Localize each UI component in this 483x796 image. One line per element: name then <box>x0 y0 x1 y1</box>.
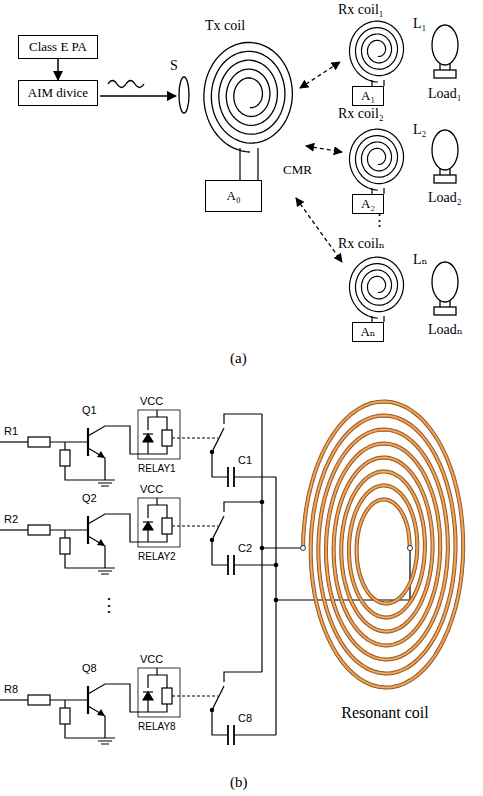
coil-label: Resonant coil <box>340 704 430 722</box>
control-box: A₂ <box>352 194 384 214</box>
transistor-label: Q2 <box>82 492 97 504</box>
capacitor-label: C1 <box>238 454 252 466</box>
relay-label: RELAY1 <box>138 463 176 474</box>
coil-winding <box>350 21 404 82</box>
relay-label: RELAY8 <box>138 721 176 732</box>
box-label: Class E PA <box>29 39 87 55</box>
coil-winding <box>350 129 404 190</box>
ellipsis: ⋮ <box>100 596 118 616</box>
coil-label: L₁ <box>413 16 426 31</box>
control-box: A₁ <box>352 86 384 106</box>
coupling-label: CMR <box>283 163 312 177</box>
coil-label: Rx coil₁ <box>338 2 384 17</box>
panel-label: (b) <box>230 774 248 791</box>
capacitor-label: C8 <box>238 712 252 724</box>
ellipsis: ⋮ <box>372 212 387 229</box>
load-label: Load₁ <box>428 86 462 101</box>
load-label: Loadₙ <box>428 322 463 337</box>
coil-winding <box>350 257 404 318</box>
coil-label: Rx coilₙ <box>338 236 385 251</box>
process-box: Class E PA <box>18 35 98 59</box>
coil-winding <box>303 402 463 688</box>
process-box: AIM divice <box>18 80 98 106</box>
control-box: Aₙ <box>352 322 384 342</box>
coil-winding <box>303 402 463 688</box>
supply-label: VCC <box>140 483 163 495</box>
relay-label: RELAY2 <box>138 551 176 562</box>
resistor-label: R8 <box>4 683 18 695</box>
resistor-label: R1 <box>4 425 18 437</box>
box-label: A₂ <box>361 196 375 212</box>
load-label: Load₂ <box>428 190 462 205</box>
coil-winding <box>204 42 293 152</box>
box-label: AIM divice <box>28 85 88 101</box>
transistor-label: Q1 <box>82 404 97 416</box>
box-label: A₀ <box>227 188 241 204</box>
port-label: S <box>170 58 178 73</box>
coil-label: Lₙ <box>413 252 428 267</box>
supply-label: VCC <box>140 395 163 407</box>
capacitor-label: C2 <box>238 542 252 554</box>
panel-label: (a) <box>230 350 247 367</box>
supply-label: VCC <box>140 653 163 665</box>
coil-label: Rx coil₂ <box>338 106 384 121</box>
signal-arrow <box>57 59 59 80</box>
resistor-label: R2 <box>4 513 18 525</box>
coil-label: Tx coil <box>205 18 245 33</box>
transistor-label: Q8 <box>82 662 97 674</box>
box-label: A₁ <box>361 88 375 104</box>
coil-label: L₂ <box>413 122 426 137</box>
coil-winding <box>303 402 463 688</box>
control-box: A₀ <box>205 180 262 212</box>
box-label: Aₙ <box>360 324 375 340</box>
